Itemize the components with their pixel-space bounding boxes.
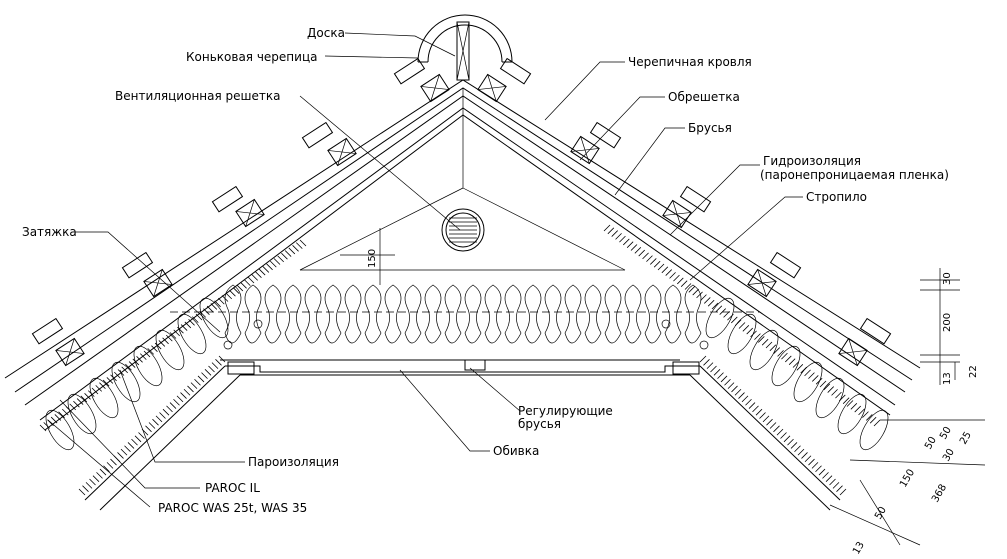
label-gidro-1: Гидроизоляция [763,154,861,168]
label-obreshetka: Обрешетка [668,90,740,104]
dim-150b: 150 [898,467,917,489]
dim-150-top: 150 [367,249,378,268]
dim-13: 13 [942,372,953,385]
dim-30: 30 [942,272,953,285]
tile [301,121,334,149]
tile [31,317,64,345]
hatch-strips [39,224,881,496]
dim-50c: 50 [873,505,889,522]
battens-left [55,73,450,367]
dim-368: 368 [930,482,949,504]
dimension-lines [340,228,986,546]
batten-right [477,73,507,103]
batten-left [143,268,173,298]
vent-grille-icon [441,208,485,252]
tile [769,251,802,279]
dim-30b: 30 [941,447,957,464]
tile [393,57,426,85]
batten-right [838,337,868,367]
label-paroc-was: PAROC WAS 25t, WAS 35 [158,501,307,515]
label-cherepichnaya: Черепичная кровля [628,55,752,69]
battens-right [477,73,868,367]
batten-left [235,198,265,228]
label-gidro-2: (паронепроницаемая пленка) [760,168,949,182]
label-doska: Доска [307,26,345,40]
dim-200: 200 [942,313,953,332]
label-parizolyatsiya: Пароизоляция [248,455,339,469]
tile [499,57,532,85]
label-konkovaya: Коньковая черепица [186,50,317,64]
tile [121,251,154,279]
tile [679,185,712,213]
label-obivka: Обивка [493,444,539,458]
tiles [31,57,892,345]
dim-50b: 50 [938,425,954,442]
ceiling [84,311,841,511]
label-reg-2: брусья [518,417,561,431]
batten-right [662,199,692,229]
batten-left [55,337,85,367]
label-zatyazhka: Затяжка [22,225,77,239]
tile [859,317,892,345]
leader-lines [47,32,803,508]
side-insulation-left [45,297,229,451]
tile [211,185,244,213]
batten-left [327,137,357,167]
dim-13b: 13 [851,540,867,557]
dim-22: 22 [968,365,979,378]
gable-lines [299,88,626,271]
side-insulation-right [705,297,889,451]
dim-50a: 50 [923,435,939,452]
batten-left [420,73,450,103]
label-reg-1: Регулирующие [518,404,613,418]
label-brusya: Брусья [688,121,732,135]
label-vent: Вентиляционная решетка [115,89,280,103]
label-paroc-il: PAROC IL [205,481,260,495]
dim-25: 25 [958,430,974,447]
ridge-assembly [417,14,513,81]
batten-right [570,135,600,165]
label-stropilo: Стропило [806,190,867,204]
batten-right [747,268,777,298]
insulation-top [223,284,709,350]
